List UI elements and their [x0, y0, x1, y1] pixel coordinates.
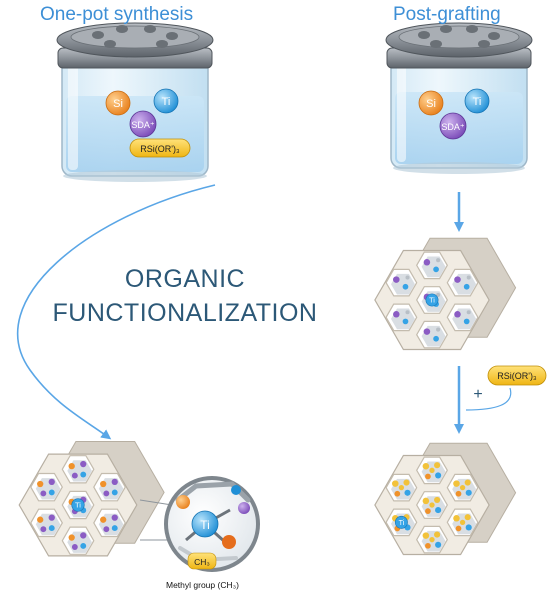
framework-ti-label: Ti [75, 501, 81, 510]
framework-one-pot: Ti [18, 441, 165, 557]
framework-ti-label: Ti [399, 519, 405, 527]
sda-sphere-right: SDA⁺ [439, 112, 467, 140]
ti-label-right: Ti [473, 96, 482, 108]
reactor-left: Si Ti SDA⁺ RSi(OR')₃ [56, 22, 214, 182]
reactor-left-highlight [68, 60, 78, 170]
ti-sphere-left: Ti [153, 88, 179, 114]
grafting-reagent-pill: RSi(OR')₃ [487, 365, 547, 386]
ti-label-left: Ti [162, 96, 171, 108]
reagent-pill-left: RSi(OR')₃ [129, 138, 191, 158]
zoom-ch3-label: CH₃ [194, 557, 210, 567]
zoom-ti-label: Ti [200, 518, 210, 532]
framework-post-grafting-bare: Ti [374, 237, 517, 351]
grafting-reagent-label: RSi(OR')₃ [497, 371, 537, 381]
one-pot-arrow [16, 184, 216, 440]
sda-sphere-left: SDA⁺ [129, 110, 157, 138]
si-label-right: Si [426, 98, 436, 110]
reactor-left-bolts [92, 25, 178, 48]
plus-sign: + [473, 386, 482, 403]
zoom-magnifier: Ti CH₃ [139, 476, 260, 572]
organic-functionalization-title: ORGANIC FUNCTIONALIZATION [0, 262, 370, 330]
reagent-merge-arrow [465, 387, 512, 411]
post-grafting-title: Post-grafting [393, 4, 501, 25]
center-title-line2: FUNCTIONALIZATION [52, 299, 318, 327]
reactor-right: Si Ti SDA⁺ [385, 22, 533, 174]
center-title-line1: ORGANIC [124, 265, 246, 293]
framework-ti-label: Ti [429, 297, 435, 305]
methyl-caption: Methyl group (CH₃) [166, 580, 239, 590]
si-sphere-right: Si [418, 90, 444, 116]
reagent-label-left: RSi(OR')₃ [140, 144, 180, 154]
ti-sphere-right: Ti [464, 88, 490, 114]
si-sphere-left: Si [105, 90, 131, 116]
sda-label-right: SDA⁺ [441, 122, 465, 132]
framework-post-grafting-functionalized: Ti [374, 442, 517, 556]
one-pot-title: One-pot synthesis [40, 4, 194, 25]
si-label-left: Si [113, 98, 123, 110]
sda-label-left: SDA⁺ [131, 120, 155, 130]
reactor-right-bolts [418, 25, 500, 48]
